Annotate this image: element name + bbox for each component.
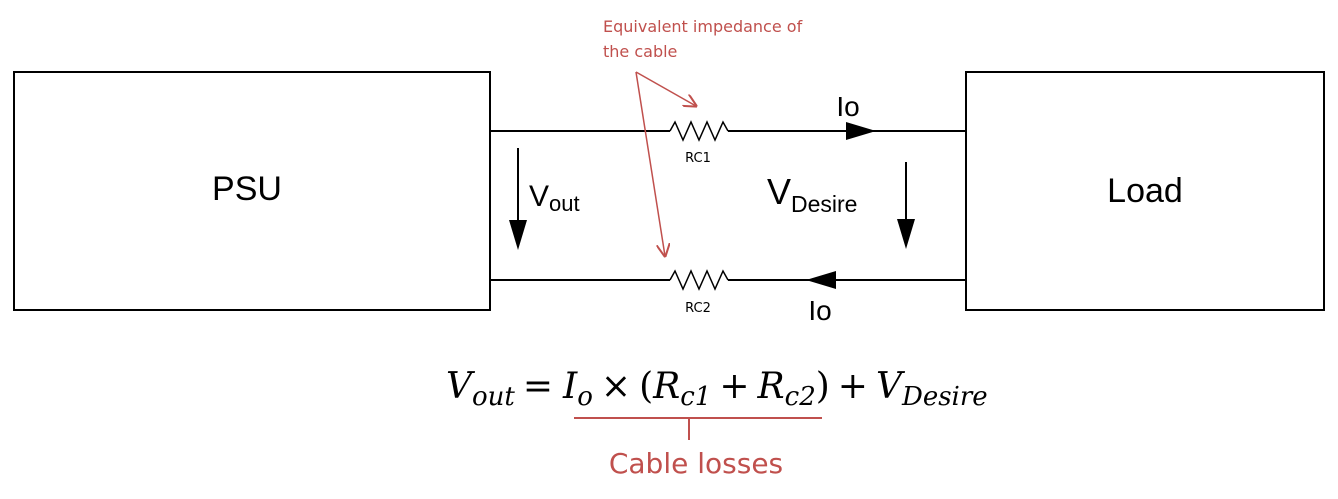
eq-equals: =: [523, 366, 553, 407]
cable-losses-label: Cable losses: [609, 447, 783, 480]
top-wire: [490, 120, 966, 142]
eq-io: I: [562, 366, 578, 407]
current-label-bottom: Io: [808, 295, 831, 326]
psu-label: PSU: [212, 170, 282, 208]
annotation-arrow-rc2: [635, 71, 665, 256]
rc1-label: RC1: [685, 151, 711, 166]
eq-vout-sub: out: [472, 382, 515, 412]
eq-plus1: +: [719, 366, 749, 407]
eq-rc1-sub: c1: [680, 382, 711, 412]
load-label: Load: [1107, 172, 1183, 210]
eq-vout: V: [446, 366, 476, 407]
eq-vdesire-sub: Desire: [901, 382, 988, 412]
vdesire-main: V: [767, 171, 791, 212]
vdesire-sub: Desire: [791, 191, 857, 217]
vout-label: Vout: [529, 180, 580, 216]
current-label-top: Io: [836, 91, 859, 122]
vdesire-label: VDesire: [767, 171, 857, 217]
vout-arrow: [509, 148, 527, 250]
annotation-arrow-rc1: [635, 71, 696, 106]
load-block: [965, 71, 1325, 311]
eq-open-paren: (: [639, 366, 653, 407]
vout-sub: out: [549, 191, 580, 216]
rc2-label: RC2: [685, 301, 711, 316]
eq-io-sub: o: [577, 382, 593, 412]
vout-main: V: [529, 180, 549, 213]
eq-close-paren: ): [816, 366, 830, 407]
annotation-line1: Equivalent impedance of: [603, 17, 803, 36]
eq-rc1: R: [652, 366, 680, 407]
annotation-line2: the cable: [603, 42, 677, 61]
eq-rc2: R: [757, 366, 785, 407]
psu-block: [13, 71, 491, 311]
current-arrow-bottom: [806, 271, 890, 289]
cable-losses-bracket: [574, 417, 822, 440]
bottom-wire: [490, 269, 966, 291]
eq-rc2-sub: c2: [785, 382, 816, 412]
eq-plus2: +: [838, 366, 868, 407]
equation: Vout=Io×(Rc1+Rc2)+VDesire: [446, 366, 988, 412]
vdesire-arrow: [897, 162, 915, 249]
eq-times: ×: [601, 366, 631, 407]
resistor-rc2: [669, 269, 729, 291]
eq-vdesire: V: [876, 366, 906, 407]
resistor-rc1: [669, 120, 729, 142]
current-arrow-top: [774, 122, 876, 140]
